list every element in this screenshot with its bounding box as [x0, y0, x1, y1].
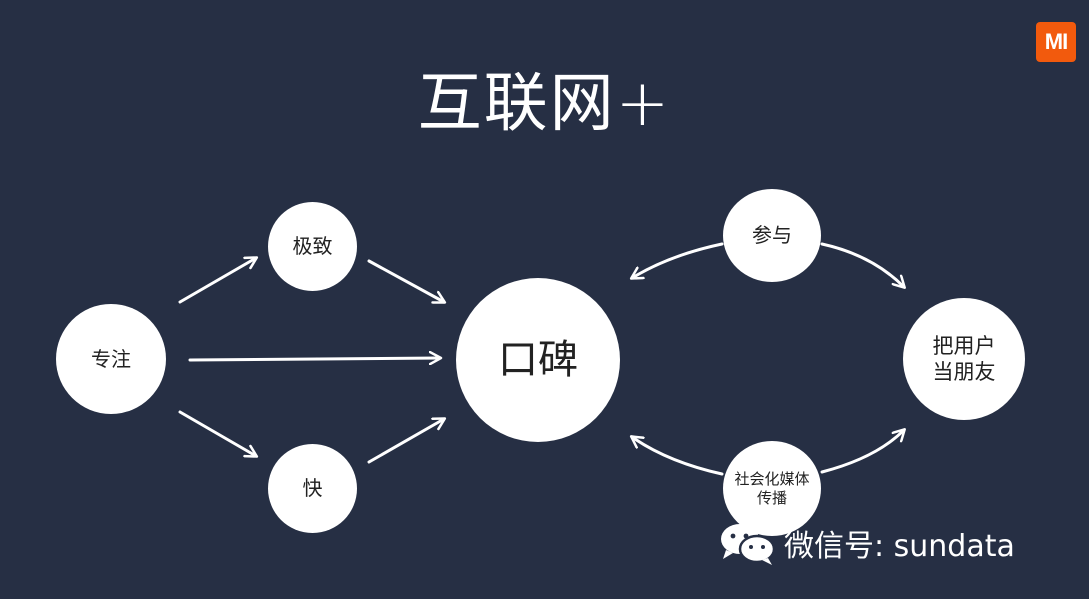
arrow-shehui-to-baiyonghu: [820, 430, 904, 474]
node-label: 极致: [292, 234, 333, 258]
arrow-shehui-to-koubei: [632, 437, 724, 476]
node-zhuanzhu: 专注: [56, 304, 166, 414]
node-label: 社会化媒体传播: [734, 469, 810, 507]
arrow-kuai-to-koubei: [367, 419, 444, 464]
node-baiyonghu: 把用户当朋友: [903, 298, 1025, 420]
node-label: 专注: [91, 346, 131, 371]
node-canyu: 参与: [723, 189, 821, 282]
logo-text: MI: [1044, 29, 1068, 54]
arrow-zhuanzhu-to-kuai: [178, 410, 256, 456]
slide-title: 互联网+: [417, 67, 672, 141]
watermark-text: 微信号: sundata: [784, 529, 1015, 564]
mi-logo: MI: [1036, 22, 1076, 62]
arrow-canyu-to-koubei: [632, 242, 724, 278]
arrow-jizhi-to-koubei: [367, 259, 444, 302]
node-label: 口碑: [498, 337, 578, 383]
node-label: 把用户当朋友: [932, 333, 996, 384]
node-jizhi: 极致: [268, 202, 357, 291]
node-shehui: 社会化媒体传播: [723, 441, 821, 536]
arrow-zhuanzhu-to-koubei: [188, 358, 440, 360]
watermark: 微信号: sundata: [718, 520, 1015, 566]
wechat-icon: [721, 524, 776, 565]
arrow-zhuanzhu-to-jizhi: [178, 258, 256, 304]
node-kuai: 快: [268, 444, 357, 533]
node-label: 参与: [752, 223, 792, 247]
node-koubei: 口碑: [456, 278, 620, 442]
arrow-canyu-to-baiyonghu: [820, 242, 904, 287]
node-label: 快: [302, 476, 323, 500]
